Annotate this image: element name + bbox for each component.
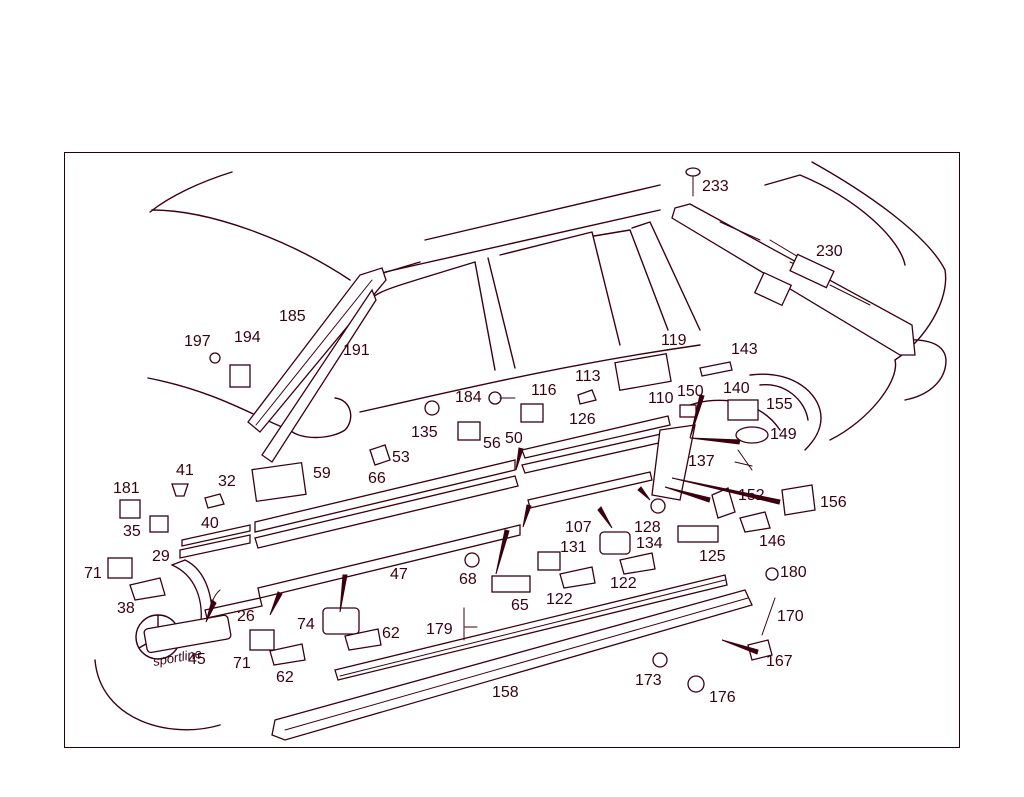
part-label-128: 128: [634, 519, 661, 536]
part-label-125: 125: [699, 548, 726, 565]
part-label-66: 66: [368, 470, 386, 487]
part-label-74: 74: [297, 616, 315, 633]
part-label-143: 143: [731, 341, 758, 358]
diagram-frame: [64, 152, 960, 748]
part-label-194: 194: [234, 329, 261, 346]
part-label-65: 65: [511, 597, 529, 614]
part-label-140: 140: [723, 380, 750, 397]
part-label-137: 137: [688, 453, 715, 470]
door-moldings: [143, 415, 753, 741]
part-label-32: 32: [218, 473, 236, 490]
rear-trim-panel: [671, 203, 916, 356]
part-label-40: 40: [201, 515, 219, 532]
part-label-167: 167: [766, 653, 793, 670]
part-label-119: 119: [661, 332, 687, 349]
part-label-146: 146: [759, 533, 786, 550]
leader-lines: [205, 394, 781, 655]
part-label-191: 191: [343, 342, 370, 359]
part-label-116: 116: [531, 382, 557, 399]
part-label-170: 170: [777, 608, 804, 625]
part-label-71: 71: [233, 655, 251, 672]
part-label-150: 150: [677, 383, 704, 400]
part-label-135: 135: [411, 424, 438, 441]
part-label-180: 180: [780, 564, 807, 581]
part-label-107: 107: [565, 519, 592, 536]
part-label-50: 50: [505, 430, 523, 447]
part-label-26: 26: [237, 608, 255, 625]
part-label-53: 53: [392, 449, 410, 466]
part-label-184: 184: [455, 389, 482, 406]
part-label-35: 35: [123, 523, 141, 540]
part-label-41: 41: [176, 462, 194, 479]
part-label-185: 185: [279, 308, 306, 325]
part-label-29: 29: [152, 548, 170, 565]
part-label-173: 173: [635, 672, 662, 689]
part-label-181: 181: [113, 480, 140, 497]
part-label-158: 158: [492, 684, 519, 701]
part-label-71: 71: [84, 565, 102, 582]
part-label-113: 113: [575, 368, 601, 385]
a-pillar-molding: [247, 267, 387, 463]
part-label-122: 122: [610, 575, 637, 592]
part-label-68: 68: [459, 571, 477, 588]
part-label-56: 56: [483, 435, 501, 452]
clips-and-fasteners: [107, 167, 816, 693]
part-label-155: 155: [766, 396, 793, 413]
part-label-179: 179: [426, 621, 453, 638]
part-label-62: 62: [276, 669, 294, 686]
part-label-134: 134: [636, 535, 663, 552]
part-label-110: 110: [648, 390, 674, 407]
part-label-149: 149: [770, 426, 797, 443]
part-label-233: 233: [702, 178, 729, 195]
part-label-131: 131: [560, 539, 587, 556]
part-label-59: 59: [313, 465, 331, 482]
part-label-126: 126: [569, 411, 596, 428]
part-number-labels: 233 230 185 191 197 194 119 143 184 116 …: [84, 178, 847, 706]
part-label-230: 230: [816, 243, 843, 260]
part-label-156: 156: [820, 494, 847, 511]
part-label-47: 47: [390, 566, 408, 583]
part-label-38: 38: [117, 600, 135, 617]
part-label-176: 176: [709, 689, 736, 706]
part-label-45: 45: [188, 651, 206, 668]
part-label-122: 122: [546, 591, 573, 608]
part-label-62: 62: [382, 625, 400, 642]
part-label-197: 197: [184, 333, 211, 350]
